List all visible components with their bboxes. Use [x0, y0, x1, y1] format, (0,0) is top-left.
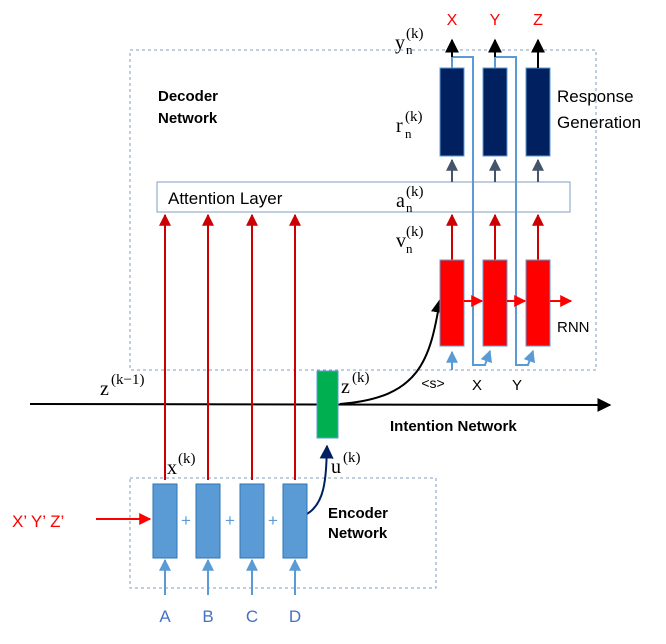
encoder-title-line2: Network [328, 525, 388, 542]
output-z: Z [533, 12, 543, 29]
encoder-cells [152, 483, 308, 559]
svg-text:u: u [331, 456, 341, 478]
svg-text:(k): (k) [343, 450, 361, 466]
decoder-title-line2: Network [158, 110, 218, 127]
encoder-frame [129, 477, 437, 589]
svg-text:a: a [396, 190, 405, 212]
encoder-title: Encoder [328, 505, 388, 522]
rnn-cells [439, 259, 551, 347]
svg-text:(k): (k) [178, 451, 196, 467]
svg-text:(k): (k) [406, 184, 424, 200]
svg-text:n: n [406, 200, 413, 215]
response-cells [439, 67, 551, 157]
output-x: X [447, 12, 458, 29]
output-arrows [445, 38, 545, 68]
decoder-frame [129, 49, 597, 371]
encoder-letter-b: B [202, 607, 213, 626]
svg-text:x: x [167, 457, 177, 479]
attention-to-response-arrows [446, 158, 544, 182]
encoder-letter-c: C [246, 607, 258, 626]
attention-input-lines [159, 213, 301, 480]
svg-text:(k): (k) [352, 370, 370, 386]
svg-text:z: z [100, 378, 109, 400]
u-to-intention-curve [304, 444, 334, 516]
rnn-label: RNN [557, 319, 590, 336]
encoder-letter-d: D [289, 607, 301, 626]
svg-text:y: y [395, 32, 405, 54]
svg-text:n: n [406, 241, 413, 256]
encoder-letter-a: A [159, 607, 171, 626]
decoder-title: Decoder [158, 88, 218, 105]
feedback-loops [451, 56, 536, 366]
output-y: Y [490, 12, 501, 29]
rnn-input-y: Y [512, 377, 522, 394]
label-z-k-minus-1: z (k−1) [100, 372, 144, 400]
svg-text:v: v [396, 230, 406, 252]
svg-text:z: z [341, 376, 350, 398]
svg-text:(k): (k) [406, 224, 424, 240]
label-r-n-k: r n (k) [396, 109, 423, 141]
encoder-input-label: X’ Y’ Z’ [12, 512, 64, 531]
response-label: Response [557, 87, 634, 106]
svg-text:n: n [406, 42, 413, 57]
attention-label: Attention Layer [168, 189, 283, 208]
rnn-input-s: <s> [421, 375, 444, 391]
label-z-k: z (k) [341, 370, 370, 398]
rnn-to-attention-arrows [446, 213, 544, 260]
plus-sign: + [268, 511, 278, 530]
label-u-k: u (k) [331, 450, 361, 478]
plus-sign: + [181, 511, 191, 530]
label-x-k: x (k) [167, 451, 196, 479]
encoder-letter-arrows [159, 558, 301, 595]
svg-text:(k): (k) [405, 109, 423, 125]
intention-node [316, 370, 339, 439]
rnn-input-x: X [472, 377, 482, 394]
plus-sign: + [225, 511, 235, 530]
z-to-rnn-curve [339, 298, 445, 405]
svg-text:r: r [396, 115, 403, 137]
attention-layer [156, 181, 571, 213]
label-y-n-k: y n (k) [395, 26, 424, 57]
label-v-n-k: v n (k) [396, 224, 424, 256]
svg-text:n: n [405, 126, 412, 141]
label-a-n-k: a n (k) [396, 184, 424, 215]
intention-label: Intention Network [390, 418, 517, 435]
response-label-line2: Generation [557, 113, 641, 132]
svg-text:(k−1): (k−1) [111, 372, 144, 388]
svg-text:(k): (k) [406, 26, 424, 42]
